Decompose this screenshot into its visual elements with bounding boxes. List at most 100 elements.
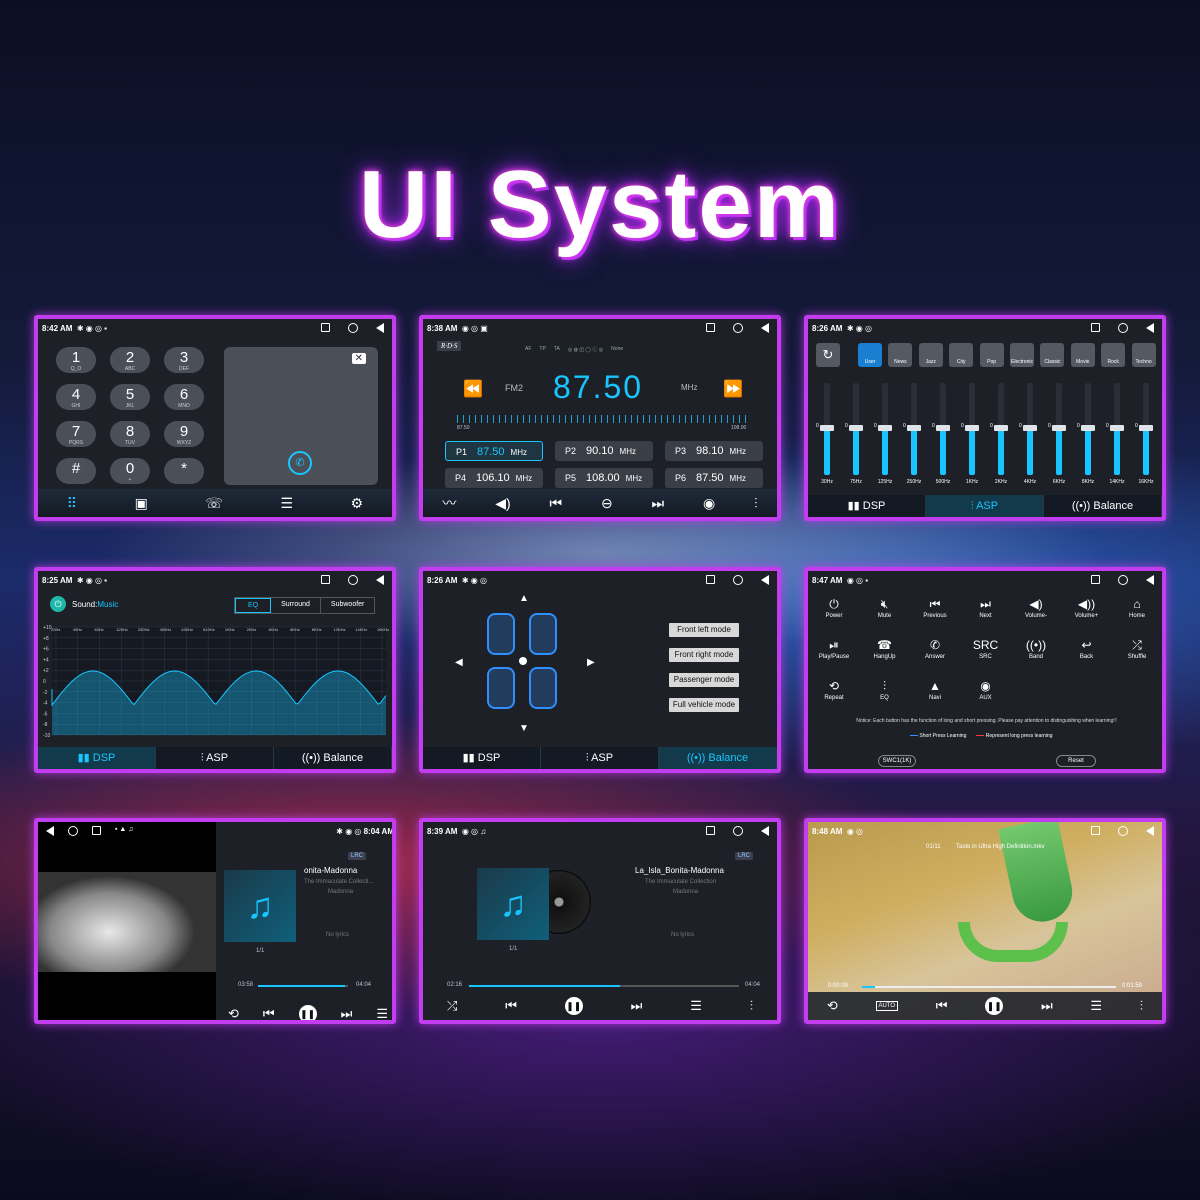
speaker-icon[interactable]: ◀) [495, 494, 511, 511]
swc-button[interactable]: ◀))Volume+ [1067, 597, 1107, 619]
progress-track[interactable] [862, 986, 1116, 988]
eq-style-button[interactable]: Techno [1131, 343, 1156, 367]
eq-slider[interactable] [1023, 383, 1037, 475]
next-icon[interactable]: ⏭ [630, 998, 643, 1013]
swc-button[interactable]: ◉AUX [966, 679, 1006, 701]
swc-button[interactable]: ◀)Volume- [1016, 597, 1056, 619]
home-icon[interactable] [733, 826, 743, 836]
sound-mode[interactable]: Sound:Music [72, 600, 118, 609]
swc-button[interactable]: ✆Answer [915, 638, 955, 660]
recent-apps-icon[interactable] [92, 826, 101, 835]
ta-flag[interactable]: TA [553, 346, 560, 352]
dial-key[interactable]: * [164, 458, 204, 484]
swc-button[interactable]: ▲Navi [915, 679, 955, 701]
arrow-up-icon[interactable]: ▲ [519, 593, 529, 604]
pause-button[interactable]: ❚❚ [564, 997, 583, 1015]
tab-balance[interactable]: ((•)) Balance [659, 747, 777, 769]
tab-asp[interactable]: ⫶ ASP [541, 747, 659, 769]
rds-badge[interactable]: R·D·S [437, 341, 462, 351]
recent-apps-icon[interactable] [706, 575, 715, 584]
reset-button[interactable]: Reset [1056, 755, 1096, 767]
eq-slider-knob[interactable] [878, 425, 892, 431]
swc-button[interactable]: ((•))Band [1016, 638, 1056, 660]
home-icon[interactable] [1118, 575, 1128, 585]
home-icon[interactable] [1118, 826, 1128, 836]
eq-slider[interactable] [994, 383, 1008, 475]
tab-subwoofer[interactable]: Subwoofer [330, 601, 365, 608]
recent-apps-icon[interactable] [1091, 323, 1100, 332]
swc-button[interactable]: ⤮Shuffle [1117, 638, 1157, 660]
eq-slider-knob[interactable] [1110, 425, 1124, 431]
backspace-icon[interactable]: ✕ [351, 353, 366, 364]
dial-key[interactable]: # [56, 458, 96, 484]
tab-balance[interactable]: ((•)) Balance [1044, 495, 1162, 517]
home-icon[interactable] [733, 323, 743, 333]
back-icon[interactable] [761, 826, 769, 836]
recent-apps-icon[interactable] [706, 323, 715, 332]
eq-style-button[interactable]: City [949, 343, 974, 367]
tab-dsp[interactable]: ▮▮ DSP [38, 747, 156, 769]
eq-curve-line[interactable] [51, 670, 387, 707]
music-icon[interactable]: ☰ [280, 494, 294, 511]
tab-eq[interactable]: EQ [235, 598, 272, 613]
back-icon[interactable] [1146, 323, 1154, 333]
back-icon[interactable] [1146, 575, 1154, 585]
eq-slider-knob[interactable] [1052, 425, 1066, 431]
call-log-icon[interactable]: ☏ [205, 494, 223, 511]
progress-track[interactable] [258, 985, 348, 987]
dialpad-icon[interactable]: ⠿ [66, 494, 78, 511]
home-icon[interactable] [733, 575, 743, 585]
tab-dsp[interactable]: ▮▮ DSP [423, 747, 541, 769]
eq-style-button[interactable]: Jazz [918, 343, 943, 367]
swc-button[interactable]: ⏭Next [966, 597, 1006, 619]
eq-slider-knob[interactable] [1139, 425, 1153, 431]
eq-slider[interactable] [849, 383, 863, 475]
eq-slider[interactable] [1052, 383, 1066, 475]
recent-apps-icon[interactable] [321, 323, 330, 332]
eq-slider-knob[interactable] [1023, 425, 1037, 431]
home-icon[interactable] [68, 826, 78, 836]
eq-style-button[interactable]: Classic [1040, 343, 1065, 367]
balance-mode-button[interactable]: Passenger mode [669, 673, 739, 687]
tab-balance[interactable]: ((•)) Balance [274, 747, 392, 769]
seat-layout[interactable] [485, 613, 561, 713]
recent-apps-icon[interactable] [706, 826, 715, 835]
balance-crosshair[interactable] [519, 657, 527, 665]
tab-asp[interactable]: ⫶ ASP [156, 747, 274, 769]
call-button[interactable]: ✆ [288, 451, 312, 475]
eq-slider-knob[interactable] [994, 425, 1008, 431]
swc-button[interactable]: ⌂Home [1117, 597, 1157, 619]
eq-slider[interactable] [878, 383, 892, 475]
home-icon[interactable] [348, 575, 358, 585]
eq-slider[interactable] [1139, 383, 1153, 475]
playlist-icon[interactable]: ☰ [690, 998, 702, 1013]
equalizer-icon[interactable]: ⫶ [749, 998, 754, 1013]
back-icon[interactable] [376, 575, 384, 585]
swc-button[interactable]: ⏮Previous [915, 597, 955, 619]
equalizer-icon[interactable]: ⫶ [753, 494, 758, 511]
eq-slider[interactable] [907, 383, 921, 475]
previous-icon[interactable]: ⏮ [505, 998, 517, 1013]
eq-slider[interactable] [820, 383, 834, 475]
tab-asp[interactable]: ⫶ ASP [926, 495, 1044, 517]
eq-slider-knob[interactable] [907, 425, 921, 431]
playlist-icon[interactable]: ☰ [376, 1006, 388, 1021]
power-toggle-icon[interactable]: ⏻ [50, 596, 66, 612]
swc-button[interactable]: ⏻Power [814, 597, 854, 619]
contacts-icon[interactable]: ▣ [134, 494, 148, 511]
af-flag[interactable]: AF [525, 346, 532, 352]
eq-style-button[interactable]: User [858, 343, 882, 367]
lrc-badge[interactable]: LRC [348, 852, 367, 860]
arrow-left-icon[interactable]: ◀ [455, 657, 463, 668]
next-icon[interactable]: ⏭ [340, 1006, 353, 1021]
pause-button[interactable]: ❚❚ [985, 997, 1004, 1015]
eq-slider-knob[interactable] [965, 425, 979, 431]
reset-icon[interactable]: ↻ [816, 343, 840, 367]
